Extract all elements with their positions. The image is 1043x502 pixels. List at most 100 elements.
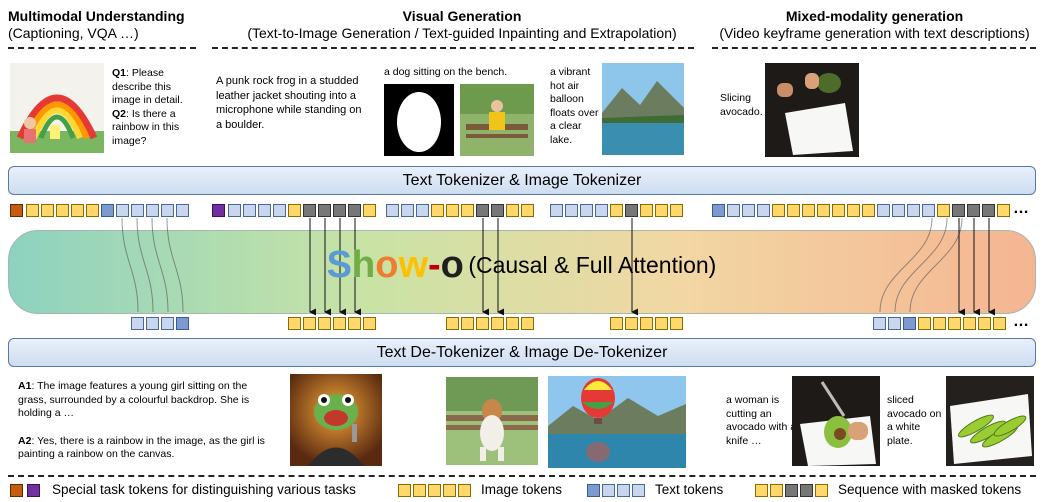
token-image: [461, 204, 474, 217]
legend-swatch-text: [632, 484, 645, 497]
model-title: Show-o (Causal & Full Attention): [0, 244, 1043, 287]
token-text: [243, 204, 256, 217]
token-image: [787, 204, 800, 217]
token-text: [903, 317, 916, 330]
legend-swatch-image: [428, 484, 441, 497]
token-text: [176, 204, 189, 217]
section-title-mixed: Mixed-modality generation: [785, 8, 964, 24]
legend-swatch-image: [458, 484, 471, 497]
legend-label-image: Image tokens: [481, 482, 563, 497]
mixed-output-image-1: [792, 376, 880, 466]
a2-label: A2: [18, 434, 32, 447]
token-image: [461, 317, 474, 330]
q1-label: Q1: [112, 67, 127, 79]
token-image: [26, 204, 39, 217]
legend-label-special: Special task tokens for distinguishing v…: [52, 482, 356, 497]
token-image: [670, 204, 683, 217]
token-image: [363, 204, 376, 217]
divider-left: [8, 47, 196, 49]
token-image: [333, 317, 346, 330]
legend-swatch-special-purple: [27, 484, 40, 497]
token-image: [506, 317, 519, 330]
token-text: [757, 204, 770, 217]
token-text: [712, 204, 725, 217]
divider-middle: [212, 47, 694, 49]
token-special-understanding: [10, 204, 23, 217]
legend-swatch-special-orange: [10, 484, 23, 497]
token-masked: [982, 204, 995, 217]
token-image: [640, 317, 653, 330]
section-title-understanding: Multimodal Understanding: [8, 8, 185, 24]
token-image: [446, 204, 459, 217]
t2i-prompt: A punk rock frog in a studded leather ja…: [216, 75, 362, 131]
mixed-output-text-2: sliced avocado on a white plate.: [887, 394, 942, 447]
mixed-output-text-1: a woman is cutting an avocado with a kni…: [726, 394, 797, 447]
output-image-dog: [446, 377, 538, 465]
token-text: [416, 204, 429, 217]
showo-model-block: [8, 230, 1036, 314]
token-image: [832, 204, 845, 217]
token-masked: [476, 204, 489, 217]
token-image: [288, 204, 301, 217]
section-title-generation: Visual Generation: [402, 8, 522, 24]
token-image: [521, 204, 534, 217]
token-text: [877, 204, 890, 217]
token-masked: [303, 204, 316, 217]
token-masked: [333, 204, 346, 217]
legend-swatch-text: [617, 484, 630, 497]
token-masked: [318, 204, 331, 217]
token-text: [116, 204, 129, 217]
model-name-char: h: [352, 244, 376, 286]
legend-swatch-masked: [755, 484, 768, 497]
a1-label: A1: [18, 380, 32, 392]
token-text: [727, 204, 740, 217]
token-image: [847, 204, 860, 217]
legend-swatch-text: [587, 484, 600, 497]
token-image: [937, 204, 950, 217]
token-text: [146, 204, 159, 217]
token-masked: [491, 204, 504, 217]
legend-swatch-masked: [815, 484, 828, 497]
token-image: [610, 204, 623, 217]
token-image: [918, 317, 931, 330]
token-text: [146, 317, 159, 330]
token-special-generation: [212, 204, 225, 217]
model-name-char: o: [440, 244, 464, 286]
token-text: [101, 204, 114, 217]
extrapolation-prompt: a vibrant hot air balloon floats over a …: [550, 66, 599, 146]
legend-swatch-image: [413, 484, 426, 497]
legend-swatch-image: [398, 484, 411, 497]
legend-label-masked: Sequence with masked tokens: [838, 482, 1022, 497]
token-image: [288, 317, 301, 330]
question-block: Q1: Please describe this image in detail…: [112, 67, 190, 148]
token-text: [161, 204, 174, 217]
token-image: [521, 317, 534, 330]
token-text: [907, 204, 920, 217]
legend-divider: [8, 475, 1036, 477]
token-image: [348, 317, 361, 330]
token-image: [817, 204, 830, 217]
token-image: [71, 204, 84, 217]
token-text: [273, 204, 286, 217]
legend-swatch-text: [602, 484, 615, 497]
legend-swatch-masked: [800, 484, 813, 497]
token-image: [655, 204, 668, 217]
attention-connections: [121, 217, 995, 316]
token-image: [41, 204, 54, 217]
tokenizer-bar: Text Tokenizer & Image Tokenizer: [8, 166, 1036, 195]
token-image: [670, 317, 683, 330]
token-text: [595, 204, 608, 217]
token-image: [506, 204, 519, 217]
section-subtitle-understanding: (Captioning, VQA …): [8, 25, 139, 41]
legend-swatch-masked: [770, 484, 783, 497]
token-text: [131, 317, 144, 330]
section-subtitle-mixed: (Video keyframe generation with text des…: [719, 25, 1030, 41]
token-image: [802, 204, 815, 217]
token-image: [997, 204, 1010, 217]
token-image: [862, 204, 875, 217]
legend-label-text: Text tokens: [655, 482, 724, 497]
legend-swatch-image: [443, 484, 456, 497]
token-image: [655, 317, 668, 330]
token-image: [431, 204, 444, 217]
output-ellipsis: …: [1013, 313, 1030, 330]
